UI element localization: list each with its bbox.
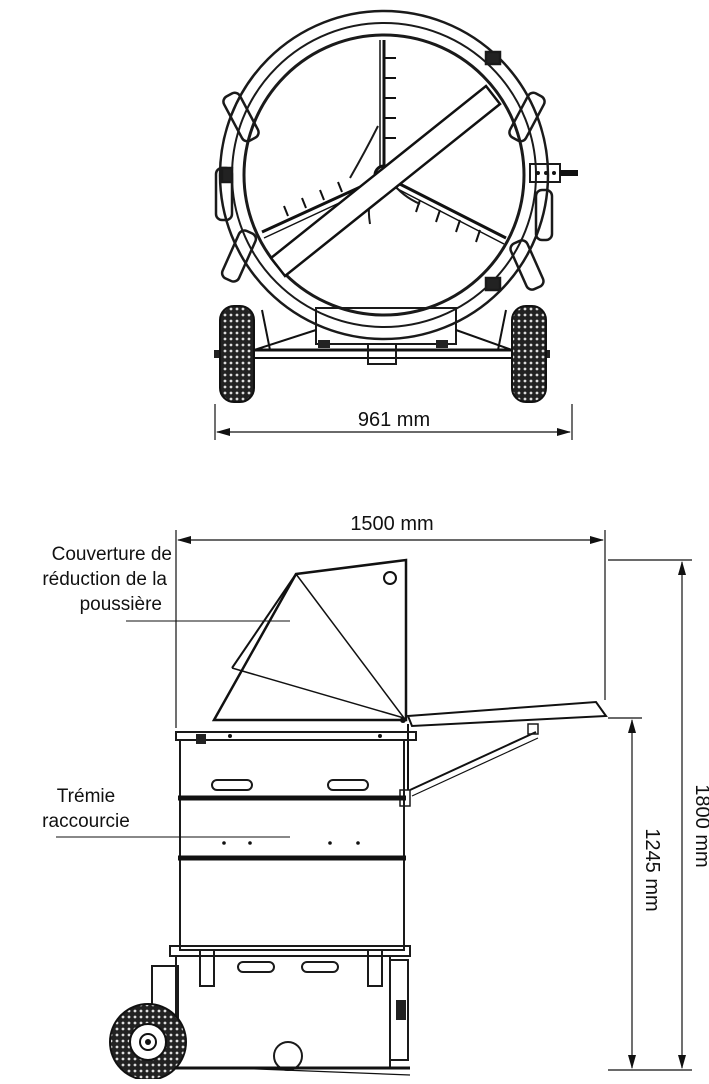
side-latch bbox=[529, 163, 578, 183]
dust-cover bbox=[211, 558, 408, 723]
width-dimension-label: 961 mm bbox=[358, 409, 430, 431]
dust-cover-label-line-3: poussière bbox=[80, 594, 162, 615]
total-height-dimension: 1800 mm bbox=[608, 559, 709, 1071]
rear-wheel bbox=[109, 1003, 187, 1081]
rotor-blades bbox=[261, 40, 507, 245]
total-height-dimension-label: 1800 mm bbox=[691, 784, 709, 867]
drum-inner-ring bbox=[242, 33, 526, 317]
machine-base bbox=[151, 945, 411, 1076]
hopper-body bbox=[175, 731, 417, 951]
length-dimension: 1500 mm bbox=[175, 513, 606, 728]
front-wheel-left bbox=[219, 305, 255, 403]
ring-handles bbox=[214, 50, 554, 292]
dust-cover-callout: Couverture de réduction de la poussière bbox=[42, 544, 290, 622]
width-dimension: 961 mm bbox=[214, 404, 573, 440]
discharge-chute bbox=[399, 700, 608, 807]
hopper-label-line-1: Trémie bbox=[57, 786, 115, 807]
hopper-height-dimension: 1245 mm bbox=[608, 717, 663, 1071]
dust-cover-label-line-1: Couverture de bbox=[52, 544, 172, 565]
hopper-label-line-2: raccourcie bbox=[42, 811, 130, 832]
side-view: 1500 mm bbox=[42, 513, 709, 1081]
dust-cover-label-line-2: réduction de la bbox=[42, 569, 167, 590]
front-wheel-right bbox=[511, 305, 547, 403]
hopper-height-dimension-label: 1245 mm bbox=[641, 828, 663, 911]
length-dimension-label: 1500 mm bbox=[350, 513, 433, 535]
diagonal-bar bbox=[269, 84, 502, 278]
hopper-callout: Trémie raccourcie bbox=[42, 786, 290, 838]
drum-outer-ring bbox=[218, 9, 550, 341]
front-view: 961 mm bbox=[214, 9, 578, 440]
